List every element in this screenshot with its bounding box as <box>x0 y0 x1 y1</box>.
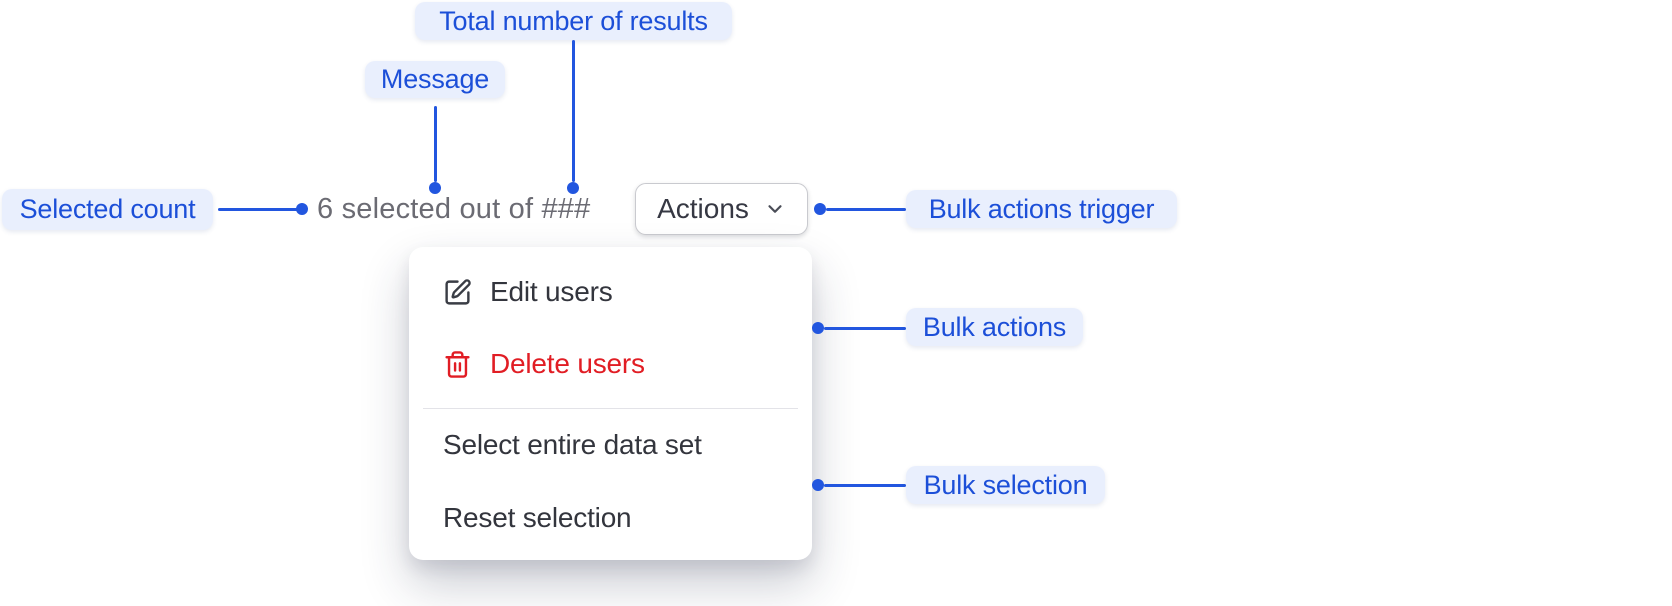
trash-icon <box>443 350 472 379</box>
annotation-bulk-actions: Bulk actions <box>906 308 1083 346</box>
menu-item-edit-users[interactable]: Edit users <box>409 264 812 320</box>
connector-line-bulk-selection <box>824 483 906 487</box>
annotation-selected-count: Selected count <box>2 189 213 230</box>
connector-line-total-results <box>571 40 575 182</box>
menu-item-label: Delete users <box>490 348 645 379</box>
menu-item-reset-selection[interactable]: Reset selection <box>409 490 812 546</box>
connector-line-bulk-actions-trigger <box>826 207 906 211</box>
connector-line-bulk-actions <box>824 326 906 330</box>
connector-dot-bulk-selection <box>812 479 824 491</box>
menu-item-delete-users[interactable]: Delete users <box>409 336 812 392</box>
annotation-message: Message <box>365 61 505 98</box>
chevron-down-icon <box>764 198 786 220</box>
menu-item-label: Edit users <box>490 276 613 307</box>
annotation-bulk-selection: Bulk selection <box>906 466 1105 504</box>
connector-dot-message <box>429 182 441 194</box>
bulk-actions-menu: Edit users Delete users Select entire da… <box>409 247 812 560</box>
menu-item-select-entire-data-set[interactable]: Select entire data set <box>409 417 812 473</box>
annotation-bulk-actions-trigger-label: Bulk actions trigger <box>928 193 1155 224</box>
annotation-message-label: Message <box>380 64 490 94</box>
connector-dot-bulk-actions <box>812 322 824 334</box>
connector-dot-selected-count <box>296 203 308 215</box>
menu-item-label: Select entire data set <box>443 429 702 460</box>
annotation-bulk-selection-label: Bulk selection <box>923 469 1088 500</box>
edit-icon <box>443 278 472 307</box>
menu-divider <box>423 408 798 409</box>
bulk-actions-trigger-button[interactable]: Actions <box>635 183 808 235</box>
connector-dot-bulk-actions-trigger <box>814 203 826 215</box>
selection-message-text: 6 selected out of ### <box>317 193 591 225</box>
annotation-selected-count-label: Selected count <box>19 194 196 224</box>
connector-dot-total-results <box>567 182 579 194</box>
menu-item-label: Reset selection <box>443 502 632 533</box>
actions-button-label: Actions <box>657 193 749 224</box>
annotation-total-results: Total number of results <box>415 2 732 40</box>
annotation-bulk-actions-label: Bulk actions <box>922 311 1067 342</box>
connector-line-selected-count <box>218 207 298 211</box>
connector-line-message <box>433 106 437 182</box>
annotation-total-results-label: Total number of results <box>439 5 708 36</box>
annotation-bulk-actions-trigger: Bulk actions trigger <box>906 190 1177 228</box>
